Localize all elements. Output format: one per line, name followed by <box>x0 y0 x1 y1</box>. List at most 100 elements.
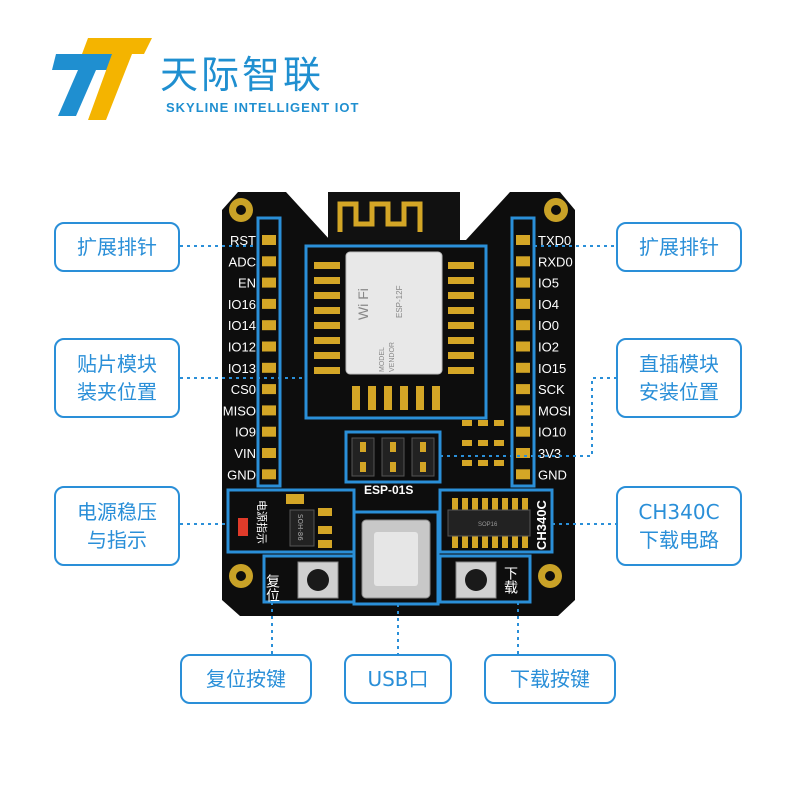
svg-text:SOH-86: SOH-86 <box>296 514 304 541</box>
smd-pad <box>314 307 340 314</box>
pin-label-right: IO5 <box>538 276 559 291</box>
smd-pad <box>384 386 392 410</box>
pin-label-right: IO15 <box>538 361 566 376</box>
pin-label-left: GND <box>227 467 256 482</box>
pin-left-2 <box>262 277 276 288</box>
smd-pad <box>314 292 340 299</box>
smd-pad <box>314 367 340 374</box>
pin-left-4 <box>262 320 276 331</box>
smd-pad <box>352 386 360 410</box>
chip-pin <box>472 536 478 548</box>
pin-right-3 <box>516 298 530 309</box>
pin-label-right: IO4 <box>538 297 559 312</box>
chip-pin <box>482 536 488 548</box>
pin-label-left: IO16 <box>228 297 256 312</box>
chip-pin <box>452 536 458 548</box>
logo-icon <box>52 38 152 120</box>
wifi-logo: Wi Fi <box>355 288 371 320</box>
pin-label-right: MOSI <box>538 403 571 418</box>
pin-label-left: IO13 <box>228 361 256 376</box>
pin-left-0 <box>262 235 276 245</box>
callout-download-button: 下载按键 <box>484 654 616 704</box>
callout-dip-module: 直插模块安装位置 <box>616 338 742 418</box>
pin-left-9 <box>262 426 276 437</box>
smd-pad <box>448 262 474 269</box>
pin-label-right: IO2 <box>538 340 559 355</box>
pin-label-left: MISO <box>223 403 256 418</box>
reset-label: 复位 <box>264 573 280 602</box>
smd-pad <box>448 367 474 374</box>
smd-pad <box>416 386 424 410</box>
pin-label-left: CS0 <box>231 382 256 397</box>
chip-pin <box>522 498 528 510</box>
smd-pad <box>314 262 340 269</box>
chip-pin <box>502 498 508 510</box>
power-led <box>238 518 248 536</box>
pin-right-4 <box>516 320 530 331</box>
smd-pad <box>448 307 474 314</box>
smd-pad <box>314 322 340 329</box>
pin-right-9 <box>516 426 530 437</box>
callout-pin-header-left: 扩展排针 <box>54 222 180 272</box>
chip-pin <box>472 498 478 510</box>
smd-pad <box>448 337 474 344</box>
pin-left-6 <box>262 362 276 373</box>
smd-pad <box>448 352 474 359</box>
pin-right-6 <box>516 362 530 373</box>
pin-left-7 <box>262 384 276 395</box>
pin-right-2 <box>516 277 530 288</box>
smd-pad <box>432 386 440 410</box>
pin-label-left: IO12 <box>228 340 256 355</box>
esp-model-text: ESP-12F <box>395 285 404 318</box>
pin-label-right: TXD0 <box>538 233 571 248</box>
callout-reset-button: 复位按键 <box>180 654 312 704</box>
pin-label-left: IO14 <box>228 318 256 333</box>
dip-socket <box>351 437 435 477</box>
callout-smd-module: 贴片模块装夹位置 <box>54 338 180 418</box>
pin-label-right: IO10 <box>538 425 566 440</box>
pin-label-left: ADC <box>229 254 256 269</box>
callout-power: 电源稳压与指示 <box>54 486 180 566</box>
smd-pad <box>368 386 376 410</box>
brand-subtitle: SKYLINE INTELLIGENT IOT <box>166 100 360 115</box>
callout-usb-port: USB口 <box>344 654 452 704</box>
leader-line <box>440 377 616 457</box>
power-label: 电源指示 <box>255 500 269 544</box>
smd-pad <box>400 386 408 410</box>
pin-label-right: RXD0 <box>538 254 573 269</box>
smd-pad <box>448 292 474 299</box>
esp-vendor-label: VENDOR <box>389 342 396 372</box>
pin-right-7 <box>516 384 530 395</box>
smd-pad <box>448 322 474 329</box>
module-label: ESP-01S <box>364 483 413 497</box>
pin-left-10 <box>262 448 276 458</box>
pin-right-0 <box>516 235 530 245</box>
pin-label-right: 3V3 <box>538 446 561 461</box>
pin-left-8 <box>262 405 276 416</box>
pin-right-5 <box>516 341 530 352</box>
pin-label-left: RST <box>230 233 256 248</box>
pin-label-left: IO9 <box>235 425 256 440</box>
chip-pin <box>522 536 528 548</box>
pin-right-10 <box>516 448 530 458</box>
pin-right-1 <box>516 256 530 267</box>
pin-label-right: IO0 <box>538 318 559 333</box>
ch340c-chip <box>447 509 531 537</box>
esp-module <box>345 251 443 375</box>
smd-pad <box>448 277 474 284</box>
chip-pin <box>512 536 518 548</box>
chip-pin <box>462 536 468 548</box>
chip-pin <box>512 498 518 510</box>
pin-label-left: EN <box>238 276 256 291</box>
callout-pin-header-right: 扩展排针 <box>616 222 742 272</box>
pin-left-3 <box>262 298 276 309</box>
pin-right-8 <box>516 405 530 416</box>
pin-label-left: VIN <box>234 446 256 461</box>
chip-pin <box>502 536 508 548</box>
pin-label-right: GND <box>538 467 567 482</box>
chip-pin <box>482 498 488 510</box>
pin-left-5 <box>262 341 276 352</box>
pin-left-1 <box>262 256 276 267</box>
